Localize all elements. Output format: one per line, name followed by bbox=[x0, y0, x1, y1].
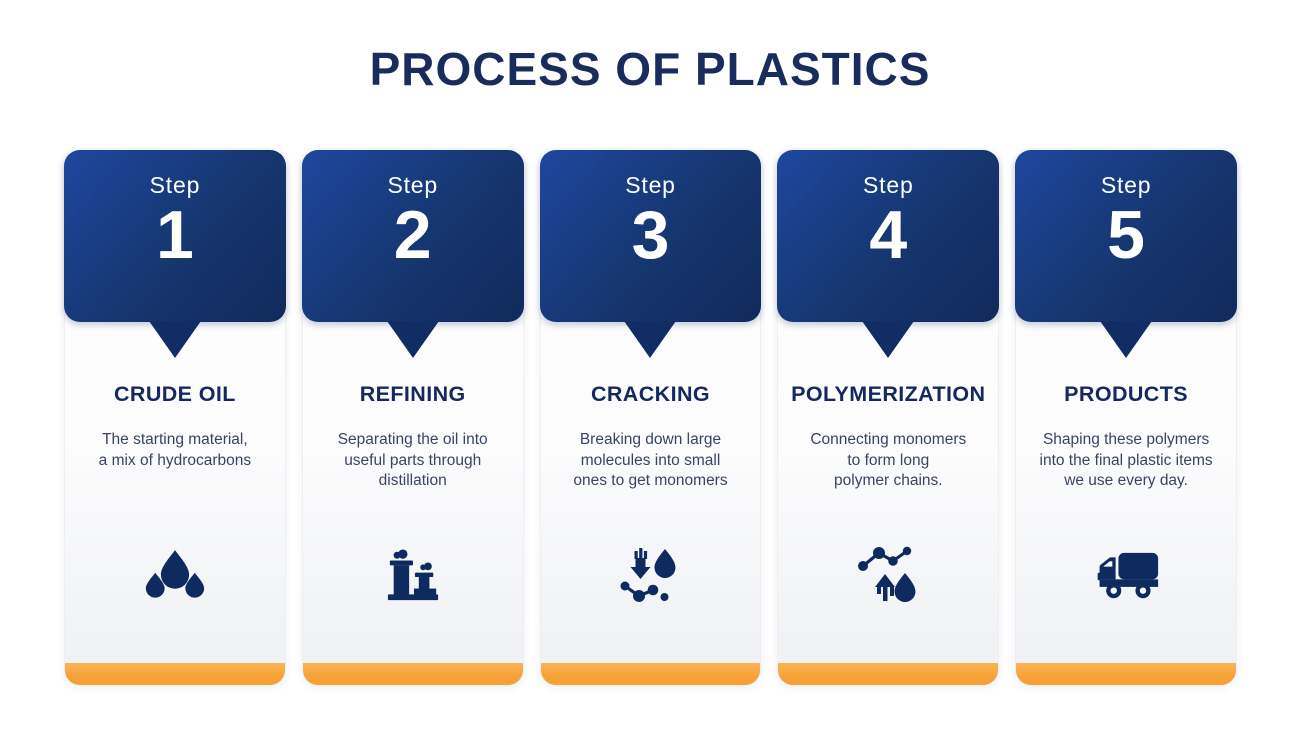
bubble-tail bbox=[386, 321, 439, 358]
bubble-tail bbox=[1100, 321, 1153, 358]
card-accent-bar bbox=[1016, 663, 1236, 685]
step-bubble: Step 1 bbox=[64, 150, 286, 322]
step-description: Shaping these polymers into the final pl… bbox=[1039, 431, 1213, 489]
step-label: Step bbox=[149, 172, 201, 198]
oil-drops-icon bbox=[65, 539, 285, 613]
step-description: Connecting monomers to form long polymer… bbox=[810, 431, 967, 489]
step-bubble: Step 3 bbox=[539, 150, 762, 322]
step-number: 4 bbox=[869, 197, 908, 273]
page-title: PROCESS OF PLASTICS bbox=[369, 43, 931, 95]
molecule-breaking-icon bbox=[541, 539, 761, 613]
step-heading: REFINING bbox=[359, 382, 466, 406]
card-accent-bar bbox=[302, 663, 523, 685]
step-card-2: Step 2 REFINING Separating the oil into … bbox=[301, 150, 524, 686]
step-description: Separating the oil into useful parts thr… bbox=[337, 431, 488, 489]
step-heading: CRACKING bbox=[590, 382, 711, 406]
step-heading: POLYMERIZATION bbox=[791, 382, 986, 406]
step-description: Breaking down large molecules into small… bbox=[573, 431, 728, 489]
step-number: 2 bbox=[393, 197, 432, 273]
step-number: 3 bbox=[631, 197, 670, 273]
step-bubble: Step 5 bbox=[1015, 150, 1237, 322]
step-label: Step bbox=[387, 172, 438, 198]
step-heading: PRODUCTS bbox=[1064, 382, 1188, 406]
step-description: The starting material, a mix of hydrocar… bbox=[98, 431, 252, 469]
step-number: 5 bbox=[1107, 197, 1145, 273]
step-label: Step bbox=[1100, 172, 1152, 198]
step-number: 1 bbox=[155, 197, 194, 273]
step-card-3: Step 3 CRACKING Breaking down large mole… bbox=[539, 150, 762, 686]
card-accent-bar bbox=[540, 663, 761, 685]
step-bubble: Step 2 bbox=[301, 150, 524, 322]
bubble-tail bbox=[624, 321, 677, 358]
molecule-chain-icon bbox=[778, 539, 998, 613]
step-heading: CRUDE OIL bbox=[113, 382, 236, 406]
step-bubble: Step 4 bbox=[777, 150, 1000, 322]
delivery-truck-icon bbox=[1016, 539, 1236, 613]
step-card-1: Step 1 CRUDE OIL The starting material, … bbox=[64, 150, 286, 686]
step-label: Step bbox=[625, 172, 676, 198]
card-accent-bar bbox=[65, 663, 285, 685]
step-label: Step bbox=[863, 172, 914, 198]
steps-row: Step 1 CRUDE OIL The starting material, … bbox=[64, 150, 1237, 686]
step-card-4: Step 4 POLYMERIZATION Connecting monomer… bbox=[777, 150, 1000, 686]
refinery-icon bbox=[303, 539, 523, 613]
card-accent-bar bbox=[778, 663, 999, 685]
step-card-5: Step 5 PRODUCTS Shaping these polymers i… bbox=[1015, 150, 1237, 686]
bubble-tail bbox=[862, 321, 915, 358]
bubble-tail bbox=[148, 321, 201, 358]
